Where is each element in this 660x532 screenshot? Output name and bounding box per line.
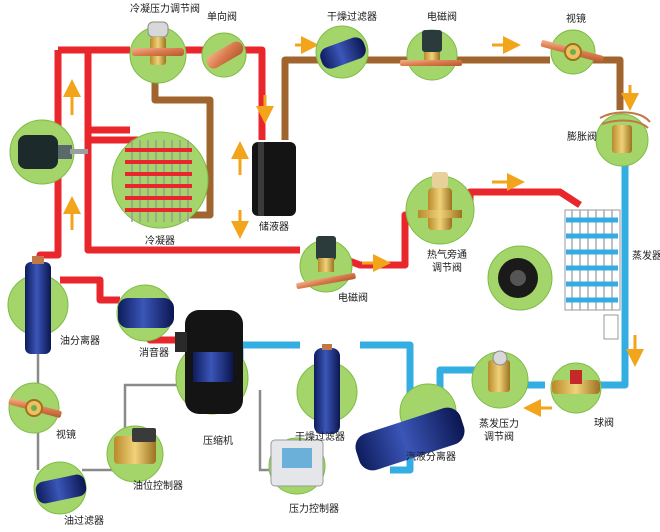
label-evaporator: 蒸发器 [632,249,660,262]
label-hot-gas-bypass-1: 热气旁通 [427,248,467,261]
fan-motor [9,119,88,185]
label-evap-pressure-valve-2: 调节阀 [484,430,514,443]
label-oil-separator: 油分离器 [60,334,100,347]
evap-pressure-valve [471,350,529,409]
label-check-valve: 单向阀 [207,10,237,23]
label-oil-filter: 油过滤器 [64,514,104,527]
labels: 冷凝压力调节阀 单向阀 干燥过滤器 电磁阀 视镜 膨胀阀 冷凝器 储液器 电磁阀… [56,2,660,527]
muffler [116,284,174,342]
accumulator [355,383,465,471]
solenoid-valve-mid [296,236,356,293]
condenser-pressure-valve [129,21,187,84]
filter-drier-top [315,25,369,79]
label-filter-drier-bottom: 干燥过滤器 [295,430,345,443]
label-solenoid-valve-mid: 电磁阀 [338,291,368,304]
evaporator-fan [487,245,553,311]
label-sight-glass-bottom: 视镜 [56,428,76,441]
pressure-controller [268,437,326,495]
label-filter-drier-top: 干燥过滤器 [327,10,377,23]
label-hot-gas-bypass-2: 调节阀 [432,261,462,274]
label-evap-pressure-valve-1: 蒸发压力 [479,417,519,430]
filter-drier-bottom [296,344,358,434]
condenser-coil [111,131,209,229]
receiver-tank [252,142,296,216]
label-receiver: 储液器 [259,220,289,233]
oil-level-controller [106,425,164,483]
ball-valve [550,362,602,414]
label-accumulator: 汽液分离器 [406,450,456,463]
hot-gas-bypass-valve [405,172,475,245]
check-valve [201,32,247,78]
sight-glass-bottom [8,382,62,434]
label-compressor: 压缩机 [203,434,233,447]
label-solenoid-valve-top: 电磁阀 [427,10,457,23]
label-oil-level-controller: 油位控制器 [133,479,183,492]
flow-arrows [63,36,644,417]
oil-filter [33,461,87,515]
label-sight-glass-top: 视镜 [566,12,586,25]
expansion-valve [595,111,651,167]
oil-separator [7,256,69,354]
label-condenser-pressure-valve: 冷凝压力调节阀 [130,2,200,15]
compressor [175,310,249,415]
label-pressure-controller: 压力控制器 [289,502,339,515]
solenoid-valve-top [400,29,462,81]
label-expansion-valve: 膨胀阀 [567,130,597,143]
label-muffler: 消音器 [139,346,169,359]
evaporator-coil [564,209,621,340]
label-condenser: 冷凝器 [145,234,175,247]
sight-glass-top [540,29,604,75]
label-ball-valve: 球阀 [594,416,614,429]
